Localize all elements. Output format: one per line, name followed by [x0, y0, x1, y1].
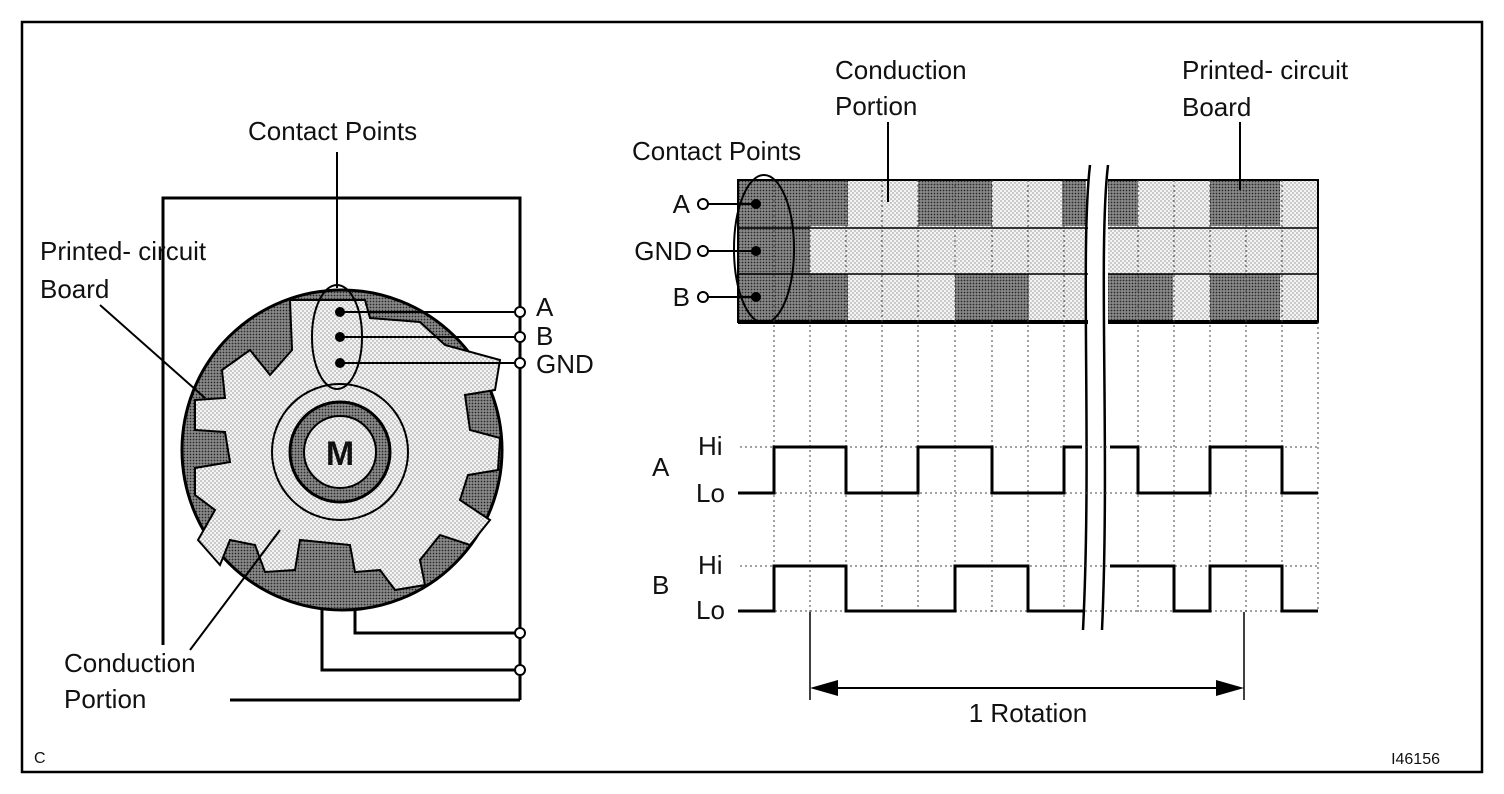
signal-a-waveform	[738, 445, 1082, 495]
contact-dot-gnd	[335, 358, 345, 368]
left-pcb-leader	[99, 304, 206, 399]
signal-b-label: B	[652, 570, 669, 600]
waveforms: A B Hi Lo Hi Lo	[652, 431, 1318, 625]
signal-b-hi-label: Hi	[698, 550, 723, 580]
left-contact-points-label: Contact Points	[248, 116, 417, 146]
right-pcb-label-line2: Board	[1182, 92, 1251, 122]
terminal-b-label: B	[536, 321, 553, 351]
row-gnd-label: GND	[634, 236, 692, 266]
signal-a-hi-label: Hi	[698, 431, 723, 461]
terminal-gnd-label: GND	[536, 349, 594, 379]
bottom-loop-inner	[353, 605, 520, 635]
terminal-gnd	[514, 357, 526, 369]
signal-a-label: A	[652, 452, 670, 482]
corner-letter: C	[34, 750, 46, 767]
rotation-label: 1 Rotation	[969, 698, 1088, 728]
row-a-label: A	[673, 189, 691, 219]
left-conduction-leader	[189, 529, 281, 651]
contact-dot-a	[335, 307, 345, 317]
right-conduction-label-line2: Portion	[835, 91, 917, 121]
motor-core	[303, 415, 377, 489]
row-a-terminal	[697, 198, 709, 210]
terminal-lower-1	[514, 627, 526, 639]
right-conduction-label-line1: Conduction	[835, 55, 967, 85]
left-conduction-label-line2: Portion	[64, 684, 146, 714]
row-b-label: B	[673, 282, 690, 312]
terminal-lower-2	[514, 664, 526, 676]
contact-dot-b	[335, 332, 345, 342]
figure-id: I46156	[1391, 751, 1440, 768]
right-contact-points-label: Contact Points	[632, 136, 801, 166]
terminal-a-label: A	[536, 292, 554, 322]
row-b-terminal	[697, 291, 709, 303]
bottom-loop-outer	[320, 605, 520, 672]
rotation-dimension: 1 Rotation	[809, 612, 1245, 728]
left-pcb-label-line2: Board	[40, 274, 109, 304]
right-contact-points-oval	[733, 174, 795, 324]
top-wire	[161, 196, 522, 312]
right-pcb-label-line1: Printed- circuit	[1182, 55, 1349, 85]
terminal-b	[514, 331, 526, 343]
motor-assembly: M A B GND Contact Points Printed- circui…	[40, 116, 594, 714]
left-pcb-label-line1: Printed- circuit	[40, 236, 207, 266]
signal-a-lo-label: Lo	[696, 478, 725, 508]
unrolled-board: A GND B Contact Points Conduction Portio…	[632, 55, 1349, 640]
terminal-a	[514, 306, 526, 318]
motor-label: M	[326, 435, 354, 473]
figure-frame	[20, 20, 1484, 774]
left-conduction-label-line1: Conduction	[64, 648, 196, 678]
row-gnd-terminal	[697, 245, 709, 257]
signal-b-lo-label: Lo	[696, 595, 725, 625]
signal-b-waveform	[738, 564, 1318, 613]
